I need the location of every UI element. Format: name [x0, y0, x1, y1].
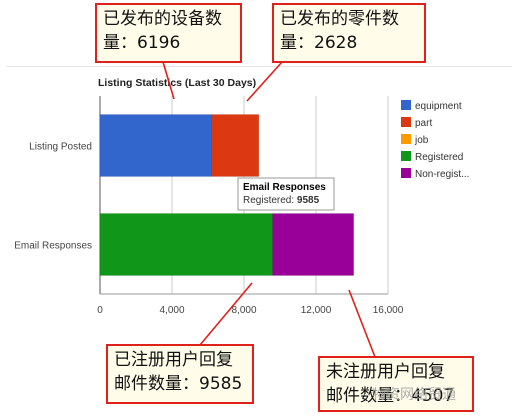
tooltip-title: Email Responses — [243, 182, 326, 193]
x-tick-label: 0 — [97, 305, 103, 316]
x-tick-label: 16,000 — [373, 305, 404, 316]
legend-label: Non-regist... — [415, 169, 469, 180]
callout-registered-line-1: 已注册用户回复 — [114, 350, 233, 370]
legend-swatch — [401, 168, 411, 178]
tooltip-box — [237, 177, 335, 211]
legend-label: job — [414, 135, 429, 146]
legend-swatch — [401, 100, 411, 110]
legend-label: part — [415, 118, 432, 129]
tooltip-label: Registered: 9585 — [243, 195, 320, 206]
callout-nonregistered-line-1: 未注册用户回复 — [326, 362, 445, 382]
category-label: Email Responses — [14, 241, 92, 252]
callout-parts: 已发布的零件数 量：2628 — [272, 3, 426, 63]
x-tick-label: 12,000 — [301, 305, 332, 316]
callout-equipment-line-2: 量：6196 — [103, 33, 181, 53]
bar-registered — [99, 213, 273, 276]
callout-registered: 已注册用户回复 邮件数量：9585 — [106, 344, 254, 404]
callout-equipment-line-1: 已发布的设备数 — [103, 9, 222, 29]
x-tick-label: 4,000 — [159, 305, 184, 316]
x-tick-label: 8,000 — [231, 305, 256, 316]
callout-parts-line-1: 已发布的零件数 — [280, 9, 399, 29]
legend-label: equipment — [415, 101, 462, 112]
legend-swatch — [401, 117, 411, 127]
bar-non-regist- — [272, 213, 354, 276]
chart-title: Listing Statistics (Last 30 Days) — [98, 77, 256, 89]
callout-nonregistered-line-2: 邮件数量：4507 — [326, 386, 455, 406]
callout-parts-line-2: 量：2628 — [280, 33, 358, 53]
bar-part — [211, 114, 260, 177]
category-label: Listing Posted — [29, 142, 92, 153]
legend-label: Registered — [415, 152, 463, 163]
tooltip-value: 9585 — [297, 195, 320, 206]
legend-swatch — [401, 151, 411, 161]
legend-swatch — [401, 134, 411, 144]
watermark: 物资网络贸通 — [372, 387, 456, 403]
bar-equipment — [99, 114, 212, 177]
callout-registered-line-2: 邮件数量：9585 — [114, 374, 243, 394]
callout-equipment: 已发布的设备数 量：6196 — [95, 3, 242, 63]
callout-nonregistered: 未注册用户回复 邮件数量：4507 — [318, 356, 474, 412]
